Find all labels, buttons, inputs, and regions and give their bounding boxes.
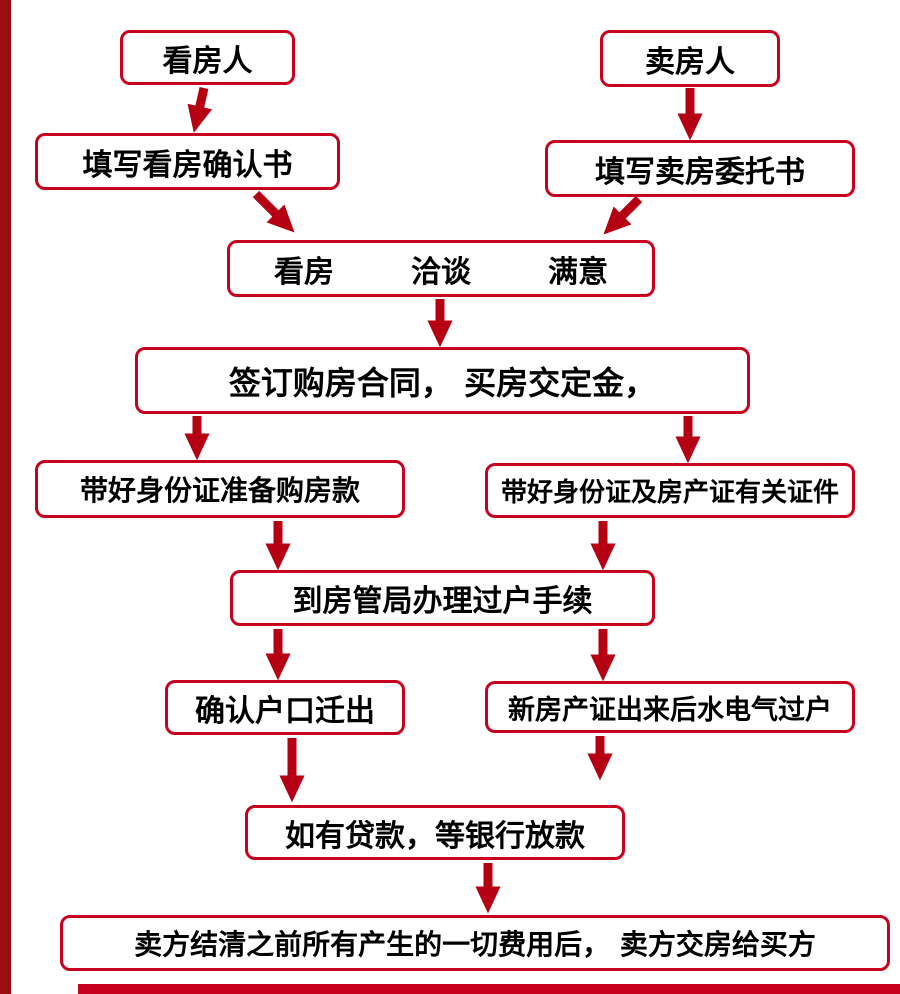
flow-node-buyer-bring-id: 带好身份证准备购房款 (35, 460, 405, 518)
arrow-entrustment-to-steps (603, 195, 643, 235)
flow-node-view-confirmation: 填写看房确认书 (35, 133, 340, 190)
step-negotiate-label: 洽谈 (411, 254, 471, 290)
arrow-viewer-to-confirmation (187, 87, 213, 133)
step-satisfied-label: 满意 (548, 254, 608, 290)
left-accent-bar (0, 0, 11, 994)
flow-node-seller-bring-id: 带好身份证及房产证有关证件 (485, 463, 855, 518)
flow-node-confirm-hukou: 确认户口迁出 (165, 680, 405, 735)
flow-node-transfer-procedure: 到房管局办理过户手续 (230, 570, 655, 626)
arrow-confirmation-to-steps (252, 190, 295, 233)
flow-node-viewer: 看房人 (120, 30, 295, 85)
flow-node-loan-wait-bank: 如有贷款，等银行放款 (245, 805, 625, 860)
bottom-accent-bar (78, 984, 900, 994)
flow-node-utilities-transfer: 新房产证出来后水电气过户 (485, 681, 855, 733)
flow-node-seller: 卖房人 (600, 30, 780, 87)
step-view-label: 看房 (274, 254, 334, 290)
flow-node-sell-entrustment: 填写卖房委托书 (545, 140, 855, 197)
flow-node-sign-contract: 签订购房合同， 买房交定金， (135, 347, 750, 414)
flow-node-view-negotiate-satisfied: 看房 洽谈 满意 (227, 240, 655, 297)
flow-node-final-handover: 卖方结清之前所有产生的一切费用后， 卖方交房给买方 (60, 915, 890, 971)
